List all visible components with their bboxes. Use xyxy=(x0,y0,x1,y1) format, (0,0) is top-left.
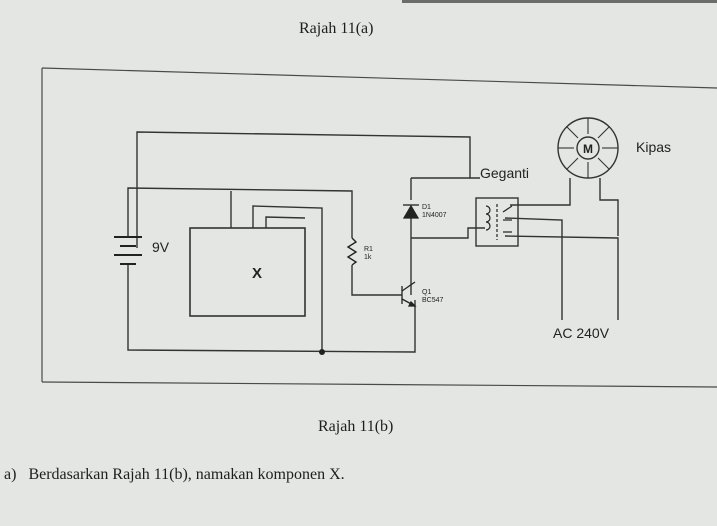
diode-part: 1N4007 xyxy=(422,212,447,219)
page-top-border xyxy=(402,0,717,3)
battery-label: 9V xyxy=(152,239,170,255)
relay-coil-symbol xyxy=(485,204,513,240)
circuit-wires xyxy=(127,131,619,353)
question-a: a) Berdasarkan Rajah 11(b), namakan kompo… xyxy=(4,466,345,484)
component-x-label: X xyxy=(252,265,262,282)
diode-symbol xyxy=(402,204,420,219)
figure-frame-top xyxy=(41,67,717,89)
figure-caption-top: Rajah 11(a) xyxy=(299,20,374,37)
transistor-label: Q1 xyxy=(422,289,431,296)
resistor-symbol xyxy=(346,237,358,266)
junction-dot xyxy=(319,349,325,355)
component-x-box xyxy=(189,227,306,317)
battery-symbol xyxy=(114,236,142,265)
diode-label: D1 xyxy=(422,204,431,211)
resistor-value: 1k xyxy=(364,254,372,261)
question-label: a) xyxy=(4,466,17,483)
question-text: Berdasarkan Rajah 11(b), namakan kompone… xyxy=(28,466,345,483)
relay-box xyxy=(475,197,519,247)
transistor-part: BC547 xyxy=(422,297,444,304)
figure-caption-bottom: Rajah 11(b) xyxy=(318,418,394,435)
figure-frame-bottom xyxy=(41,381,717,388)
fan-label: Kipas xyxy=(636,139,671,155)
fan-symbol xyxy=(557,117,619,179)
resistor-label: R1 xyxy=(364,246,373,253)
motor-symbol: M xyxy=(583,142,593,156)
relay-label: Geganti xyxy=(480,165,529,181)
supply-label: AC 240V xyxy=(553,325,610,341)
circuit-diagram: 9V X R1 1k D1 1N4007 Q1 BC547 Geganti xyxy=(41,67,717,388)
transistor-symbol xyxy=(401,281,417,307)
